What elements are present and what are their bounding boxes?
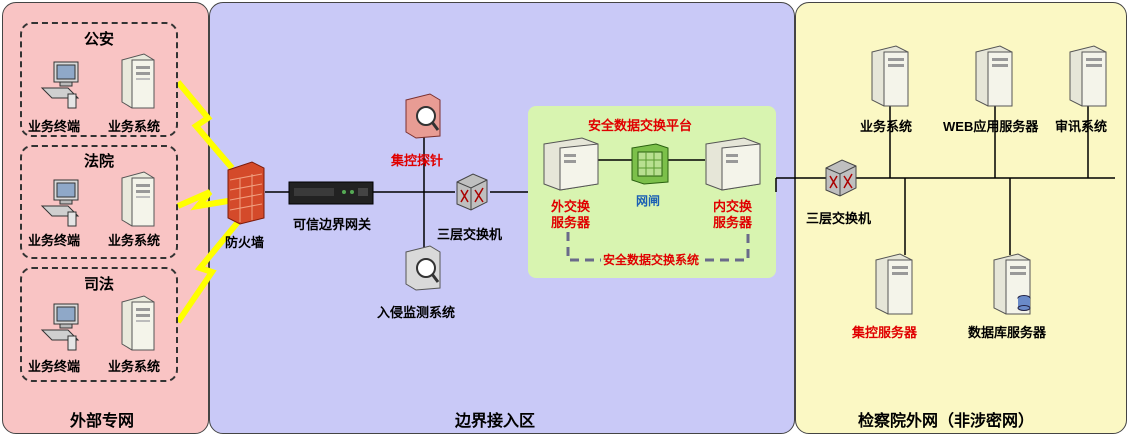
server-icon bbox=[121, 295, 155, 351]
system-label: 业务系统 bbox=[108, 233, 161, 248]
group-title-sifa: 司法 bbox=[84, 276, 115, 293]
zone-external-network bbox=[2, 2, 209, 434]
audit-system-label: 审讯系统 bbox=[1055, 119, 1108, 134]
group-title-fayuan: 法院 bbox=[84, 153, 115, 170]
web-server-label: WEB应用服务器 bbox=[943, 119, 1039, 134]
server-icon bbox=[121, 53, 155, 109]
business-server-icon bbox=[871, 45, 909, 107]
zone-boundary-title: 边界接入区 bbox=[455, 413, 536, 430]
web-server-icon bbox=[975, 45, 1013, 107]
probe-label: 集控探针 bbox=[391, 153, 444, 168]
gateway-device-icon bbox=[288, 181, 374, 205]
terminal-icon bbox=[40, 179, 80, 227]
system-label: 业务系统 bbox=[108, 359, 161, 374]
control-server-label: 集控服务器 bbox=[852, 325, 918, 340]
business-system-label: 业务系统 bbox=[860, 119, 913, 134]
inner-server-label: 内交换服务器 bbox=[713, 199, 753, 230]
group-gongan bbox=[20, 22, 178, 137]
gateway-label: 可信边界网关 bbox=[293, 217, 372, 232]
gap-device-icon bbox=[631, 143, 669, 185]
ids-icon bbox=[405, 245, 441, 291]
lightning-bolt-sifa bbox=[175, 220, 241, 324]
outer-server-label: 外交换服务器 bbox=[551, 199, 591, 230]
group-title-gongan: 公安 bbox=[84, 31, 115, 48]
internal-switch-label: 三层交换机 bbox=[806, 211, 872, 226]
lightning-bolt-fayuan bbox=[176, 189, 235, 211]
gap-label: 网闸 bbox=[636, 194, 661, 208]
probe-icon bbox=[405, 93, 441, 139]
lightning-bolt-gongan bbox=[175, 80, 235, 170]
system-label: 业务系统 bbox=[108, 119, 161, 134]
terminal-label: 业务终端 bbox=[28, 233, 81, 248]
outer-exchange-server-icon bbox=[543, 137, 599, 191]
database-server-label: 数据库服务器 bbox=[968, 325, 1047, 340]
group-sifa bbox=[20, 267, 178, 382]
switch-label: 三层交换机 bbox=[437, 227, 503, 242]
terminal-icon bbox=[40, 303, 80, 351]
platform-title: 安全数据交换平台 bbox=[588, 118, 693, 133]
layer3-switch-icon bbox=[456, 173, 488, 211]
zone-external-title: 外部专网 bbox=[70, 413, 135, 430]
inner-exchange-server-icon bbox=[705, 137, 761, 191]
group-fayuan bbox=[20, 145, 178, 259]
exchange-system-label: 安全数据交换系统 bbox=[601, 251, 702, 268]
zone-internal-title: 检察院外网（非涉密网） bbox=[858, 413, 1035, 430]
database-server-icon bbox=[993, 253, 1031, 315]
server-icon bbox=[121, 171, 155, 227]
terminal-icon bbox=[40, 61, 80, 109]
terminal-label: 业务终端 bbox=[28, 359, 81, 374]
control-server-icon bbox=[875, 253, 913, 315]
terminal-label: 业务终端 bbox=[28, 119, 81, 134]
audit-server-icon bbox=[1069, 45, 1107, 107]
layer3-switch-icon bbox=[825, 159, 857, 197]
firewall-icon bbox=[227, 161, 265, 225]
firewall-label: 防火墙 bbox=[225, 235, 265, 250]
ids-label: 入侵监测系统 bbox=[377, 305, 456, 320]
